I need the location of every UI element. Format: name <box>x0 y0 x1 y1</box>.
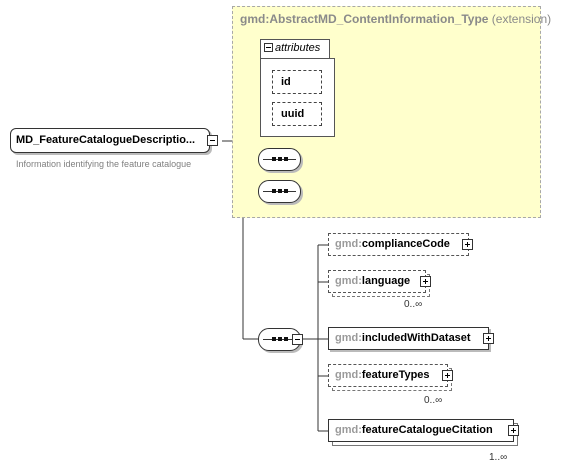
element-feature-types[interactable]: gmd:featureTypes <box>328 364 448 387</box>
attributes-header[interactable]: attributes <box>260 39 330 58</box>
expand-icon[interactable] <box>483 333 494 344</box>
element-name: includedWithDataset <box>361 332 471 344</box>
expand-icon[interactable] <box>420 276 431 287</box>
attributes-label: attributes <box>275 42 321 54</box>
sequence-compositor-1[interactable] <box>258 148 301 171</box>
extension-type-name: AbstractMD_ContentInformation_Type <box>269 12 489 26</box>
element-compliance-code[interactable]: gmd:complianceCode <box>328 233 469 256</box>
feature-catalogue-description-element[interactable]: MD_FeatureCatalogueDescriptio... <box>10 128 210 153</box>
cardinality-label: 1..∞ <box>489 452 508 463</box>
sequence-compositor-2[interactable] <box>258 180 301 203</box>
extension-prefix: gmd: <box>240 12 270 26</box>
cardinality-label: 0..∞ <box>404 299 423 310</box>
expand-icon[interactable] <box>442 370 453 381</box>
element-name: featureCatalogueCitation <box>361 424 493 436</box>
element-included-with-dataset[interactable]: gmd:includedWithDataset <box>328 327 489 350</box>
element-name: featureTypes <box>361 369 430 381</box>
element-language[interactable]: gmd:language <box>328 270 426 293</box>
expand-icon[interactable] <box>462 239 473 250</box>
collapse-icon[interactable] <box>292 334 303 345</box>
collapse-icon[interactable] <box>207 135 218 146</box>
collapse-icon[interactable] <box>264 43 273 52</box>
element-name: complianceCode <box>361 238 450 250</box>
element-prefix: gmd: <box>335 238 362 250</box>
expand-icon[interactable] <box>508 425 519 436</box>
element-prefix: gmd: <box>335 424 362 436</box>
element-prefix: gmd: <box>335 332 362 344</box>
element-prefix: gmd: <box>335 369 362 381</box>
sequence-compositor-3[interactable] <box>258 328 301 351</box>
element-prefix: gmd: <box>335 275 362 287</box>
element-documentation: Information identifying the feature cata… <box>16 159 192 169</box>
element-feature-catalogue-citation[interactable]: gmd:featureCatalogueCitation <box>328 419 514 442</box>
cardinality-label: 0..∞ <box>424 395 443 406</box>
attribute-uuid[interactable]: uuid <box>272 102 322 126</box>
extension-type-title: gmd:AbstractMD_ContentInformation_Type (… <box>240 12 551 26</box>
attribute-id[interactable]: id <box>272 70 322 94</box>
element-name: language <box>361 275 411 287</box>
extension-suffix: (extension) <box>488 12 552 26</box>
